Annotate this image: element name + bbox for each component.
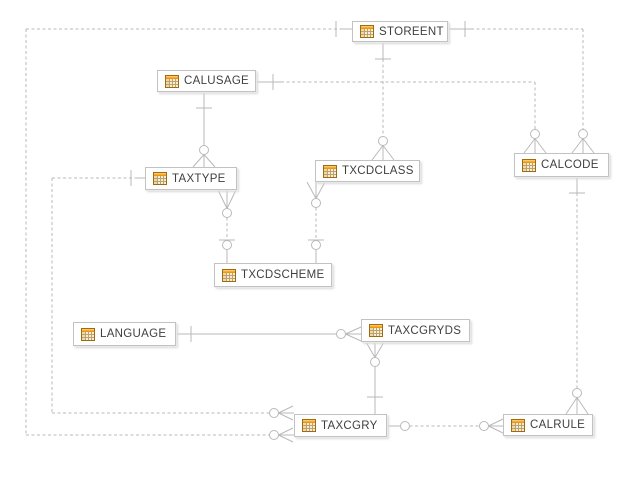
entity-label: TXCDCLASS bbox=[342, 165, 414, 177]
zero-cardinality-circle bbox=[370, 357, 380, 367]
table-icon bbox=[81, 327, 95, 341]
many-crowfoot-prong bbox=[374, 341, 385, 358]
relationship-taxtype-taxcgry[interactable] bbox=[51, 170, 294, 421]
many-crowfoot-prong bbox=[571, 138, 584, 154]
relationship-taxcgry-calrule[interactable] bbox=[387, 418, 504, 434]
many-crowfoot-prong bbox=[582, 138, 595, 154]
relationship-storeent-txcdclass[interactable] bbox=[371, 41, 395, 161]
many-crowfoot-prong bbox=[576, 397, 589, 415]
zero-cardinality-circle bbox=[479, 421, 489, 431]
zero-cardinality-circle bbox=[572, 388, 582, 398]
entity-label: TXCDSCHEME bbox=[241, 269, 325, 281]
table-icon-glyph bbox=[511, 418, 525, 432]
entity-taxtype[interactable]: TAXTYPE bbox=[145, 167, 237, 190]
many-crowfoot-prong bbox=[278, 427, 294, 436]
zero-cardinality-circle bbox=[336, 329, 346, 339]
many-crowfoot-prong bbox=[488, 425, 504, 434]
zero-cardinality-circle bbox=[269, 430, 279, 440]
entity-label: LANGUAGE bbox=[100, 328, 167, 340]
entity-calrule[interactable]: CALRULE bbox=[503, 414, 593, 436]
table-icon bbox=[222, 268, 236, 282]
many-crowfoot-prong bbox=[565, 397, 578, 415]
relationship-taxtype-txcdscheme[interactable] bbox=[217, 189, 237, 263]
many-crowfoot-prong bbox=[278, 434, 294, 443]
many-crowfoot-prong bbox=[278, 412, 294, 421]
relationship-storeent-calcode[interactable] bbox=[448, 21, 595, 154]
entity-label: CALRULE bbox=[530, 419, 586, 431]
many-crowfoot-prong bbox=[306, 181, 317, 199]
many-crowfoot-prong bbox=[371, 145, 384, 161]
table-icon bbox=[153, 172, 167, 185]
relationship-taxcgryds-taxcgry[interactable] bbox=[365, 341, 385, 414]
table-icon-glyph bbox=[323, 164, 337, 178]
zero-cardinality-circle bbox=[400, 421, 410, 431]
many-crowfoot-prong bbox=[345, 333, 362, 342]
many-crowfoot-prong bbox=[382, 145, 395, 161]
relationship-txcdclass-txcdscheme[interactable] bbox=[306, 181, 326, 263]
entity-label: TAXCGRY bbox=[321, 419, 378, 432]
many-crowfoot-prong bbox=[278, 405, 294, 414]
zero-cardinality-circle bbox=[530, 129, 540, 139]
many-crowfoot-prong bbox=[345, 326, 362, 335]
relationship-calusage-calcode[interactable] bbox=[256, 74, 547, 154]
entity-label: STOREENT bbox=[379, 25, 444, 38]
entity-label: CALUSAGE bbox=[184, 75, 250, 87]
entity-txcdclass[interactable]: TXCDCLASS bbox=[315, 160, 420, 182]
table-icon-glyph bbox=[222, 268, 236, 282]
many-crowfoot-prong bbox=[217, 189, 228, 209]
zero-cardinality-circle bbox=[269, 408, 279, 418]
zero-cardinality-circle bbox=[311, 240, 321, 250]
entity-label: TAXTYPE bbox=[172, 172, 226, 185]
entity-calusage[interactable]: CALUSAGE bbox=[157, 70, 256, 92]
table-icon bbox=[360, 25, 374, 38]
many-crowfoot-prong bbox=[226, 189, 237, 209]
zero-cardinality-circle bbox=[222, 240, 232, 250]
table-icon-glyph bbox=[369, 324, 383, 337]
many-crowfoot-prong bbox=[488, 418, 504, 427]
table-icon bbox=[522, 158, 536, 172]
entity-taxcgry[interactable]: TAXCGRY bbox=[294, 414, 387, 437]
relationship-calusage-taxtype[interactable] bbox=[192, 92, 216, 168]
table-icon bbox=[369, 324, 383, 337]
table-icon bbox=[511, 418, 525, 432]
zero-cardinality-circle bbox=[311, 198, 321, 208]
entity-storeent[interactable]: STOREENT bbox=[352, 21, 448, 42]
table-icon bbox=[165, 74, 179, 88]
table-icon bbox=[302, 419, 316, 432]
many-crowfoot-prong bbox=[192, 154, 205, 168]
zero-cardinality-circle bbox=[378, 136, 388, 146]
table-icon-glyph bbox=[165, 74, 179, 88]
table-icon-glyph bbox=[522, 158, 536, 172]
entity-taxcgryds[interactable]: TAXCGRYDS bbox=[361, 319, 470, 342]
entity-txcdscheme[interactable]: TXCDSCHEME bbox=[214, 263, 332, 287]
zero-cardinality-circle bbox=[222, 208, 232, 218]
table-icon bbox=[323, 164, 337, 178]
zero-cardinality-circle bbox=[199, 145, 209, 155]
many-crowfoot-prong bbox=[534, 138, 547, 154]
zero-cardinality-circle bbox=[578, 129, 588, 139]
many-crowfoot-prong bbox=[365, 341, 376, 358]
relationship-language-taxcgryds[interactable] bbox=[176, 326, 362, 342]
entity-calcode[interactable]: CALCODE bbox=[514, 153, 609, 177]
table-icon-glyph bbox=[81, 327, 95, 341]
table-icon-glyph bbox=[302, 419, 316, 432]
entity-label: TAXCGRYDS bbox=[388, 324, 462, 337]
many-crowfoot-prong bbox=[315, 181, 326, 199]
table-icon-glyph bbox=[360, 25, 374, 38]
relationship-storeent-taxcgry[interactable] bbox=[25, 21, 352, 443]
table-icon-glyph bbox=[153, 172, 167, 185]
relationship-calcode-calrule[interactable] bbox=[565, 177, 589, 415]
many-crowfoot-prong bbox=[203, 154, 216, 168]
entity-language[interactable]: LANGUAGE bbox=[73, 322, 176, 346]
entity-label: CALCODE bbox=[541, 159, 599, 171]
many-crowfoot-prong bbox=[523, 138, 536, 154]
